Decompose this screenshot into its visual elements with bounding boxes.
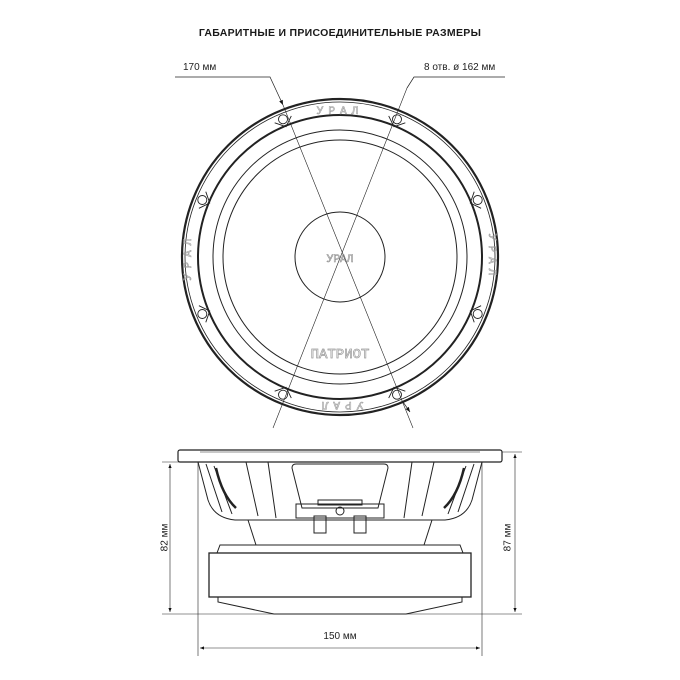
mount-hole [472, 309, 483, 319]
ring-text-bottom: УРАЛ [317, 398, 363, 410]
cone-edge [222, 139, 458, 375]
terminal-neg [313, 515, 327, 534]
mount-hole-boss [388, 386, 406, 399]
front-view [175, 76, 505, 429]
mount-hole-boss [274, 386, 292, 399]
back-plate [217, 596, 463, 615]
height-87-label: 87 мм [502, 523, 514, 552]
mount-hole [197, 309, 208, 319]
width-150-label: 150 мм [323, 631, 357, 642]
mount-hole-boss [469, 305, 482, 323]
height-82-label: 82 мм [159, 523, 171, 552]
mount-holes [197, 114, 483, 400]
terminal-pos [353, 515, 367, 534]
ring-text-top: УРАЛ [317, 106, 363, 118]
frame-outer-edge [180, 97, 500, 417]
mount-hole-boss [198, 305, 211, 323]
mount-hole [472, 195, 483, 205]
frame-flange [177, 449, 503, 463]
mount-hole [392, 389, 402, 400]
magnet [208, 552, 472, 598]
mount-hole [392, 114, 402, 125]
mount-hole [197, 195, 208, 205]
mount-hole-boss [274, 115, 292, 128]
mount-holes-label: 8 отв. ø 162 мм [424, 62, 496, 73]
dust-cap [294, 211, 386, 303]
side-view [162, 449, 522, 656]
mount-hole-boss [469, 191, 482, 209]
center-logo: УРАЛ [327, 254, 353, 266]
basket [197, 461, 483, 521]
drawing-title: ГАБАРИТНЫЕ И ПРИСОЕДИНИТЕЛЬНЫЕ РАЗМЕРЫ [198, 27, 482, 39]
mount-hole [278, 114, 288, 125]
mount-hole-boss [388, 115, 406, 128]
mount-hole-boss [198, 191, 211, 209]
leader-170 [175, 76, 284, 106]
basket-window [291, 463, 389, 509]
terminal-block [295, 503, 385, 519]
model-name: ПАТРИОТ [311, 347, 370, 363]
outer-diameter-label: 170 мм [183, 62, 217, 73]
mount-hole [278, 389, 288, 400]
ring-text-right: УРАЛ [485, 234, 497, 280]
ring-text-left: УРАЛ [183, 234, 195, 280]
